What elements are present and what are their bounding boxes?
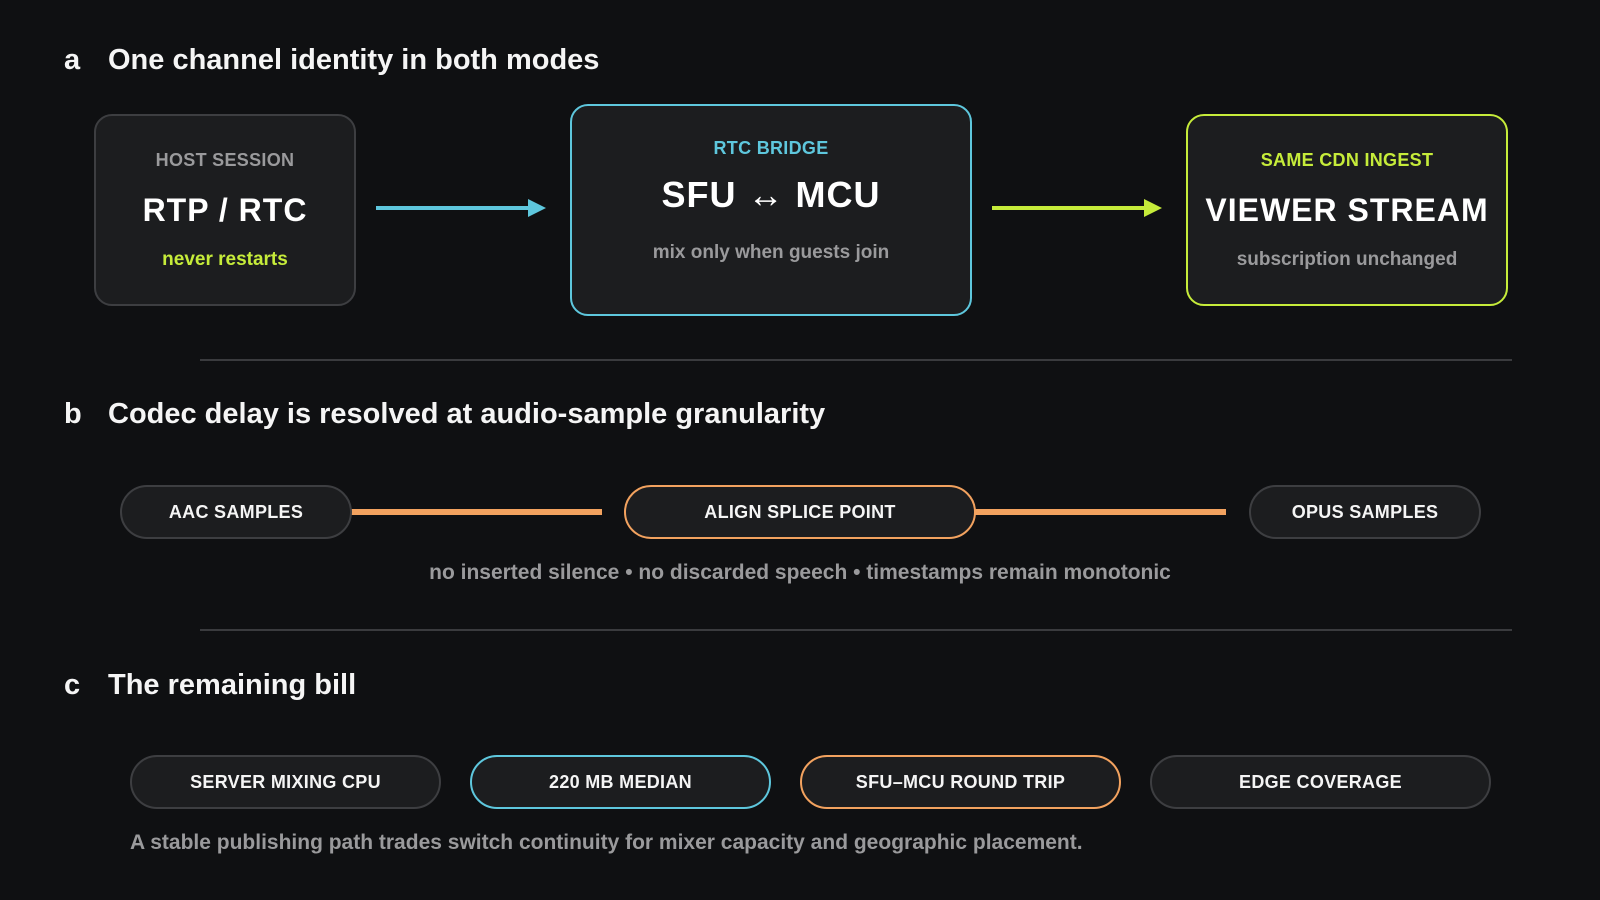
opus-samples-pill: OPUS SAMPLES: [1249, 485, 1481, 539]
arrow-bridge-to-viewer: [992, 199, 1162, 217]
arrow-host-to-bridge: [376, 199, 546, 217]
rtc-bridge-box: RTC BRIDGE SFU ↔ MCU mix only when guest…: [570, 104, 972, 316]
host-session-main: RTP / RTC: [142, 192, 308, 228]
divider-b-c: [200, 629, 1512, 631]
section-c-title: The remaining bill: [108, 669, 357, 701]
host-session-sub: never restarts: [162, 249, 288, 270]
section-b-title: Codec delay is resolved at audio-sample …: [108, 398, 826, 430]
connector-left: [350, 509, 602, 515]
edge-coverage-pill: EDGE COVERAGE: [1150, 755, 1491, 809]
connector-right: [974, 509, 1226, 515]
section-b-caption: no inserted silence • no discarded speec…: [429, 561, 1171, 584]
section-b-letter: b: [64, 398, 82, 430]
section-a-letter: a: [64, 44, 81, 76]
align-splice-point-pill: ALIGN SPLICE POINT: [624, 485, 976, 539]
server-mixing-cpu-pill: SERVER MIXING CPU: [130, 755, 441, 809]
viewer-stream-kicker: SAME CDN INGEST: [1260, 150, 1434, 170]
rtc-bridge-kicker: RTC BRIDGE: [713, 138, 829, 158]
viewer-stream-sub: subscription unchanged: [1236, 249, 1458, 270]
section-a-title: One channel identity in both modes: [108, 44, 600, 76]
host-session-kicker: HOST SESSION: [155, 150, 295, 170]
section-c-letter: c: [64, 669, 81, 701]
section-c-caption: A stable publishing path trades switch c…: [130, 831, 1083, 854]
divider-a-b: [200, 359, 1512, 361]
median-size-pill: 220 MB MEDIAN: [470, 755, 771, 809]
viewer-stream-box: SAME CDN INGEST VIEWER STREAM subscripti…: [1186, 114, 1508, 306]
host-session-box: HOST SESSION RTP / RTC never restarts: [94, 114, 356, 306]
rtc-bridge-sub: mix only when guests join: [652, 242, 890, 263]
round-trip-pill: SFU–MCU ROUND TRIP: [800, 755, 1121, 809]
viewer-stream-main: VIEWER STREAM: [1205, 192, 1489, 228]
aac-samples-pill: AAC SAMPLES: [120, 485, 352, 539]
rtc-bridge-main: SFU ↔ MCU: [661, 174, 881, 215]
